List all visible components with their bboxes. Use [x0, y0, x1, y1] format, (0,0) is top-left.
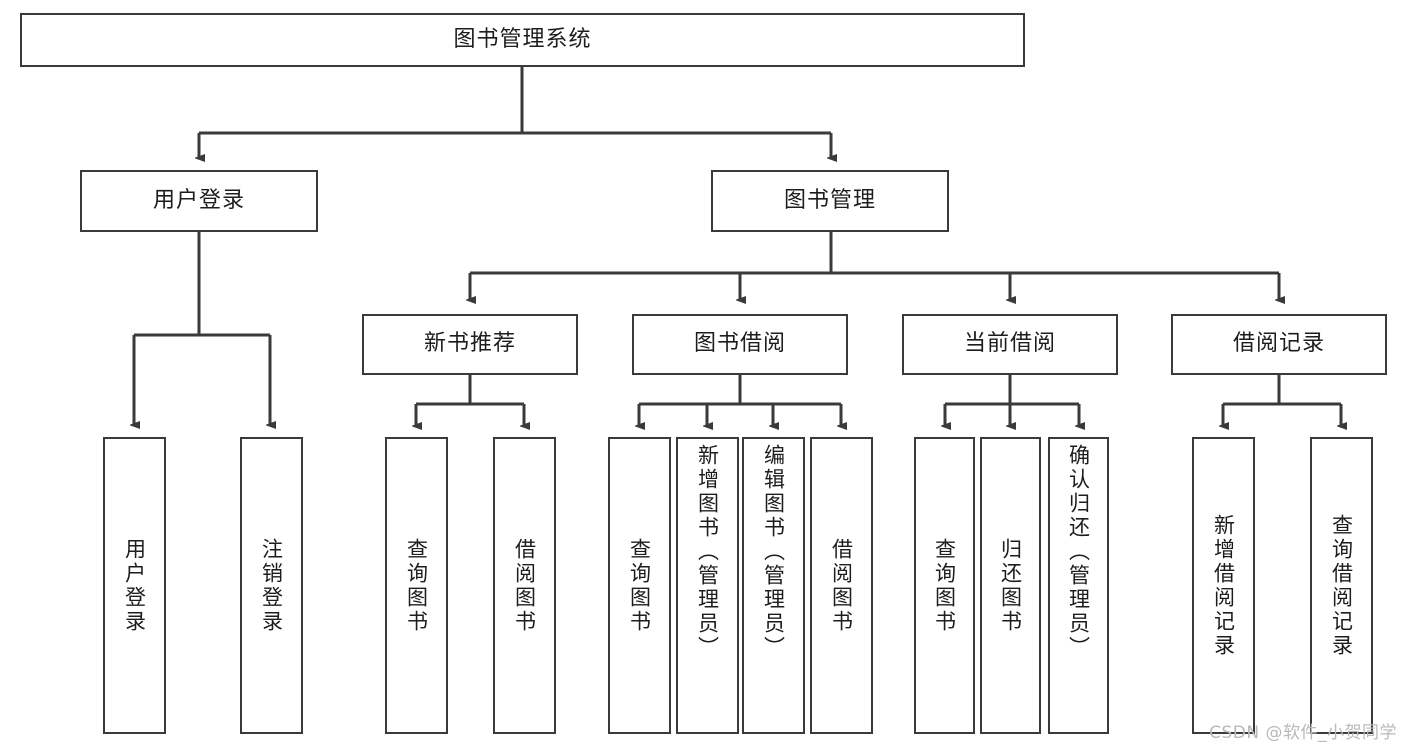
leaf-add-borrow-record-label: 新增借阅记录 — [1211, 513, 1236, 658]
node-user-login-label: 用户登录 — [152, 187, 245, 213]
node-book-management-label: 图书管理 — [783, 187, 876, 213]
leaf-query-book-3-label: 查询图书 — [932, 537, 957, 634]
leaf-logout-label: 注销登录 — [259, 537, 284, 634]
leaf-user-login[interactable]: 用户登录 — [103, 437, 166, 734]
leaf-user-login-label: 用户登录 — [122, 537, 147, 634]
node-book-management[interactable]: 图书管理 — [711, 170, 949, 232]
node-new-book-recommend[interactable]: 新书推荐 — [362, 314, 578, 375]
node-root[interactable]: 图书管理系统 — [20, 13, 1025, 67]
node-book-borrow[interactable]: 图书借阅 — [632, 314, 848, 375]
leaf-query-borrow-record[interactable]: 查询借阅记录 — [1310, 437, 1373, 734]
leaf-confirm-return-admin-label: 确认归还（管理员） — [1066, 444, 1091, 660]
node-current-borrow-label: 当前借阅 — [963, 331, 1056, 357]
leaf-query-borrow-record-label: 查询借阅记录 — [1329, 513, 1354, 658]
leaf-borrow-book-1-label: 借阅图书 — [512, 537, 537, 634]
leaf-return-book[interactable]: 归还图书 — [980, 437, 1041, 734]
leaf-logout[interactable]: 注销登录 — [240, 437, 303, 734]
leaf-query-book-1[interactable]: 查询图书 — [385, 437, 448, 734]
leaf-borrow-book-2-label: 借阅图书 — [829, 537, 854, 634]
leaf-return-book-label: 归还图书 — [998, 537, 1023, 634]
node-borrow-records[interactable]: 借阅记录 — [1171, 314, 1387, 375]
node-book-borrow-label: 图书借阅 — [693, 331, 786, 357]
leaf-confirm-return-admin[interactable]: 确认归还（管理员） — [1048, 437, 1109, 734]
leaf-query-book-3[interactable]: 查询图书 — [914, 437, 975, 734]
node-new-book-recommend-label: 新书推荐 — [423, 331, 516, 357]
leaf-edit-book-admin-label: 编辑图书（管理员） — [761, 444, 786, 660]
leaf-add-borrow-record[interactable]: 新增借阅记录 — [1192, 437, 1255, 734]
leaf-borrow-book-2[interactable]: 借阅图书 — [810, 437, 873, 734]
leaf-add-book-admin[interactable]: 新增图书（管理员） — [676, 437, 739, 734]
csdn-watermark: CSDN @软件_小贺同学 — [1209, 723, 1397, 743]
node-user-login[interactable]: 用户登录 — [80, 170, 318, 232]
leaf-edit-book-admin[interactable]: 编辑图书（管理员） — [742, 437, 805, 734]
leaf-borrow-book-1[interactable]: 借阅图书 — [493, 437, 556, 734]
leaf-query-book-1-label: 查询图书 — [404, 537, 429, 634]
node-borrow-records-label: 借阅记录 — [1232, 331, 1325, 357]
leaf-query-book-2[interactable]: 查询图书 — [608, 437, 671, 734]
node-root-label: 图书管理系统 — [453, 26, 592, 52]
node-current-borrow[interactable]: 当前借阅 — [902, 314, 1118, 375]
leaf-add-book-admin-label: 新增图书（管理员） — [695, 444, 720, 660]
leaf-query-book-2-label: 查询图书 — [627, 537, 652, 634]
